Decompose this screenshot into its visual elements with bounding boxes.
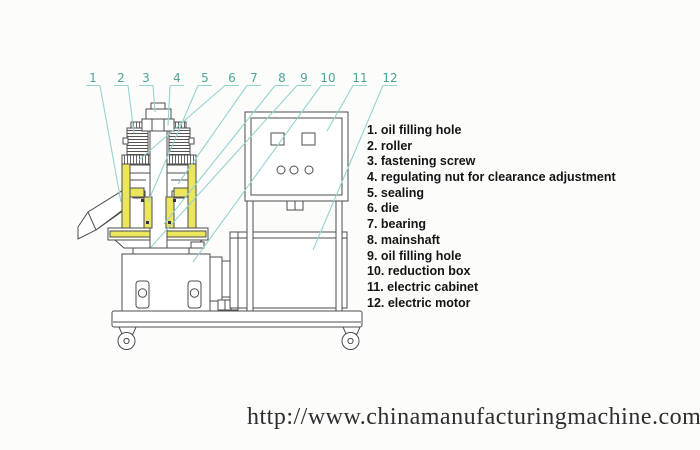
fastening-screw — [145, 102, 172, 120]
legend-item-text: 9. oil filling hole — [367, 248, 462, 263]
seal-marks — [141, 199, 176, 224]
callout-number-2: 2 — [117, 71, 125, 85]
sealing-highlight — [121, 163, 197, 229]
legend-item: 7. bearing — [367, 217, 616, 233]
legend-item-text: 10. reduction box — [367, 264, 471, 279]
mainshaft — [149, 111, 168, 249]
caster-wheel-right — [341, 326, 361, 350]
legend-item-text: 1. oil filling hole — [367, 123, 462, 137]
callout-number-7: 7 — [250, 71, 258, 85]
parts-legend: 1. oil filling hole 2. roller 3. fasteni… — [367, 123, 616, 311]
callout-number-8: 8 — [278, 71, 286, 85]
legend-item-text: 8. mainshaft — [367, 232, 440, 247]
website-url: http://www.chinamanufacturingmachine.com — [247, 404, 700, 430]
callout-number-12: 12 — [382, 71, 397, 85]
legend-item: 8. mainshaft — [367, 233, 616, 249]
legend-item: 5. sealing — [367, 186, 616, 202]
roller-left — [122, 121, 149, 156]
legend-item-text: 2. roller — [367, 138, 413, 153]
legend-item-text: 12. electric motor — [367, 295, 471, 310]
leader-lines — [86, 84, 397, 263]
callout-number-6: 6 — [228, 71, 236, 85]
flange-highlight-right — [166, 230, 207, 238]
legend-item-text: 7. bearing — [367, 217, 427, 232]
callout-number-10: 10 — [320, 71, 335, 85]
caster-wheel-left — [117, 326, 137, 350]
coupling — [209, 256, 239, 311]
machine-line-art — [77, 102, 363, 350]
legend-item: 12. electric motor — [367, 296, 616, 312]
callout-number-3: 3 — [142, 71, 150, 85]
legend-item-text: 5. sealing — [367, 185, 424, 200]
cabinet-button — [289, 165, 299, 175]
legend-item: 1. oil filling hole — [367, 123, 616, 139]
callout-number-4: 4 — [173, 71, 181, 85]
legend-item: 10. reduction box — [367, 264, 616, 280]
callout-number-11: 11 — [352, 71, 367, 85]
cabinet-display-window — [301, 132, 316, 146]
electric-cabinet — [244, 111, 349, 202]
legend-item-text: 6. die — [367, 201, 399, 216]
flange-highlight-left — [109, 230, 151, 238]
legend-item-text: 3. fastening screw — [367, 154, 476, 169]
legend-item: 6. die — [367, 201, 616, 217]
regulating-nut — [141, 118, 175, 132]
callout-number-1: 1 — [89, 71, 97, 85]
legend-item: 2. roller — [367, 139, 616, 155]
legend-item: 4. regulating nut for clearance adjustme… — [367, 170, 616, 186]
legend-item-text: 4. regulating nut for clearance adjustme… — [367, 170, 616, 185]
callout-number-5: 5 — [201, 71, 209, 85]
legend-item-text: 11. electric cabinet — [367, 279, 479, 294]
reduction-box — [121, 253, 211, 312]
callout-number-9: 9 — [300, 71, 308, 85]
callout-numbers: 1 2 3 4 5 6 7 8 9 10 11 12 — [89, 71, 397, 85]
cabinet-button — [276, 165, 286, 175]
cabinet-button — [304, 165, 314, 175]
base-frame — [111, 310, 363, 328]
legend-item: 3. fastening screw — [367, 154, 616, 170]
legend-item: 11. electric cabinet — [367, 280, 616, 296]
legend-item: 9. oil filling hole — [367, 249, 616, 265]
